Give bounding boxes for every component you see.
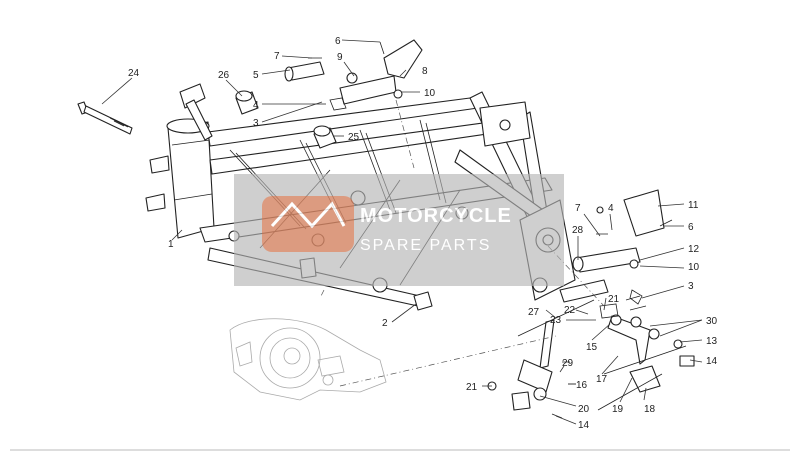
right-footpeg-assembly — [559, 189, 673, 311]
callout-10: 10 — [424, 88, 436, 99]
pivot-bolt — [77, 101, 133, 135]
callout-16: 16 — [576, 380, 588, 391]
callout-22: 22 — [564, 305, 576, 316]
callout-14: 14 — [706, 356, 718, 367]
callout-3b: 3 — [688, 281, 694, 292]
callout-3: 3 — [253, 118, 259, 129]
watermark-line2: SPARE PARTS — [360, 237, 491, 254]
callout-28: 28 — [572, 225, 584, 236]
callout-26: 26 — [218, 70, 230, 81]
callout-numbers: 1 2 3 4 5 6 7 8 9 10 24 25 26 7 4 11 6 2… — [128, 36, 718, 431]
callout-20: 20 — [578, 404, 590, 415]
callout-6: 6 — [335, 36, 341, 47]
callout-17: 17 — [596, 374, 608, 385]
callout-9: 9 — [337, 52, 343, 63]
callout-7b: 7 — [575, 203, 581, 214]
watermark-logo: MOTORCYCLE SPARE PARTS — [234, 174, 564, 286]
callout-14b: 14 — [578, 420, 590, 431]
callout-11: 11 — [688, 200, 699, 211]
callout-6b: 6 — [688, 222, 694, 233]
watermark-line1: MOTORCYCLE — [360, 205, 512, 227]
callout-23: 23 — [550, 315, 562, 326]
callout-8: 8 — [422, 66, 428, 77]
callout-19: 19 — [612, 404, 624, 415]
callout-5: 5 — [253, 70, 259, 81]
callout-4b: 4 — [608, 203, 614, 214]
callout-18: 18 — [644, 404, 656, 415]
callout-12: 12 — [688, 244, 700, 255]
leader-lines — [101, 39, 703, 425]
callout-7: 7 — [274, 51, 280, 62]
linkage-rod — [487, 319, 576, 419]
callout-13: 13 — [706, 336, 718, 347]
callout-29: 29 — [562, 358, 574, 369]
callout-21: 21 — [608, 294, 620, 305]
callout-2: 2 — [382, 318, 388, 329]
callout-4: 4 — [253, 100, 259, 111]
engine-outline — [229, 318, 387, 401]
callout-24: 24 — [128, 68, 140, 79]
callout-25: 25 — [348, 132, 360, 143]
callout-10b: 10 — [688, 262, 700, 273]
callout-1: 1 — [168, 239, 174, 250]
callout-15: 15 — [586, 342, 598, 353]
callout-27: 27 — [528, 307, 540, 318]
callout-30: 30 — [706, 316, 718, 327]
callout-21b: 21 — [466, 382, 478, 393]
